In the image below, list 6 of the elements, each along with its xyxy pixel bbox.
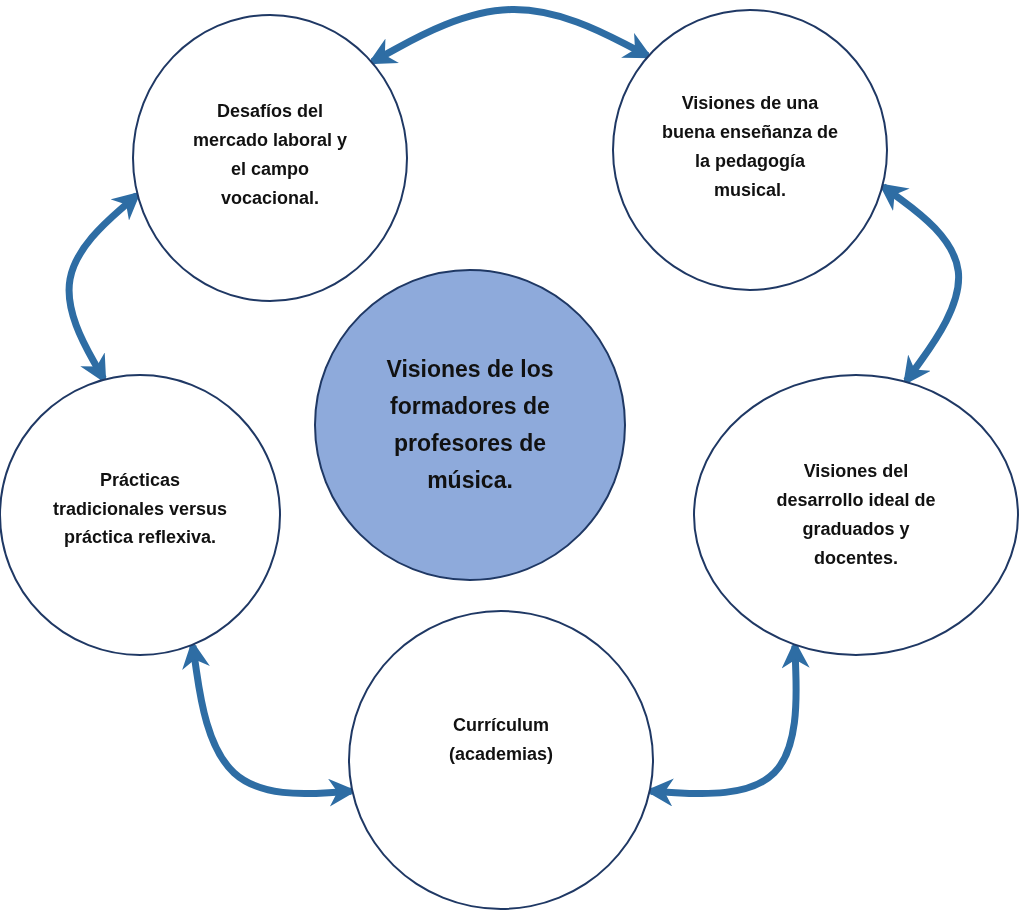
circle-label: Currículum (academias): [447, 714, 555, 766]
circle-label: Visiones de una buena enseñanza de la pedagogía musical.: [660, 92, 840, 202]
circle-label: Visiones de los formadores de profesores de música.: [385, 355, 555, 495]
circle-label: Visiones del desarrollo ideal de graduados y docentes.: [775, 460, 937, 570]
circle-label: Desafíos del mercado laboral y el campo vocacional.: [191, 100, 349, 210]
circle-label: Prácticas tradicionales versus práctica reflexiva.: [52, 468, 228, 550]
